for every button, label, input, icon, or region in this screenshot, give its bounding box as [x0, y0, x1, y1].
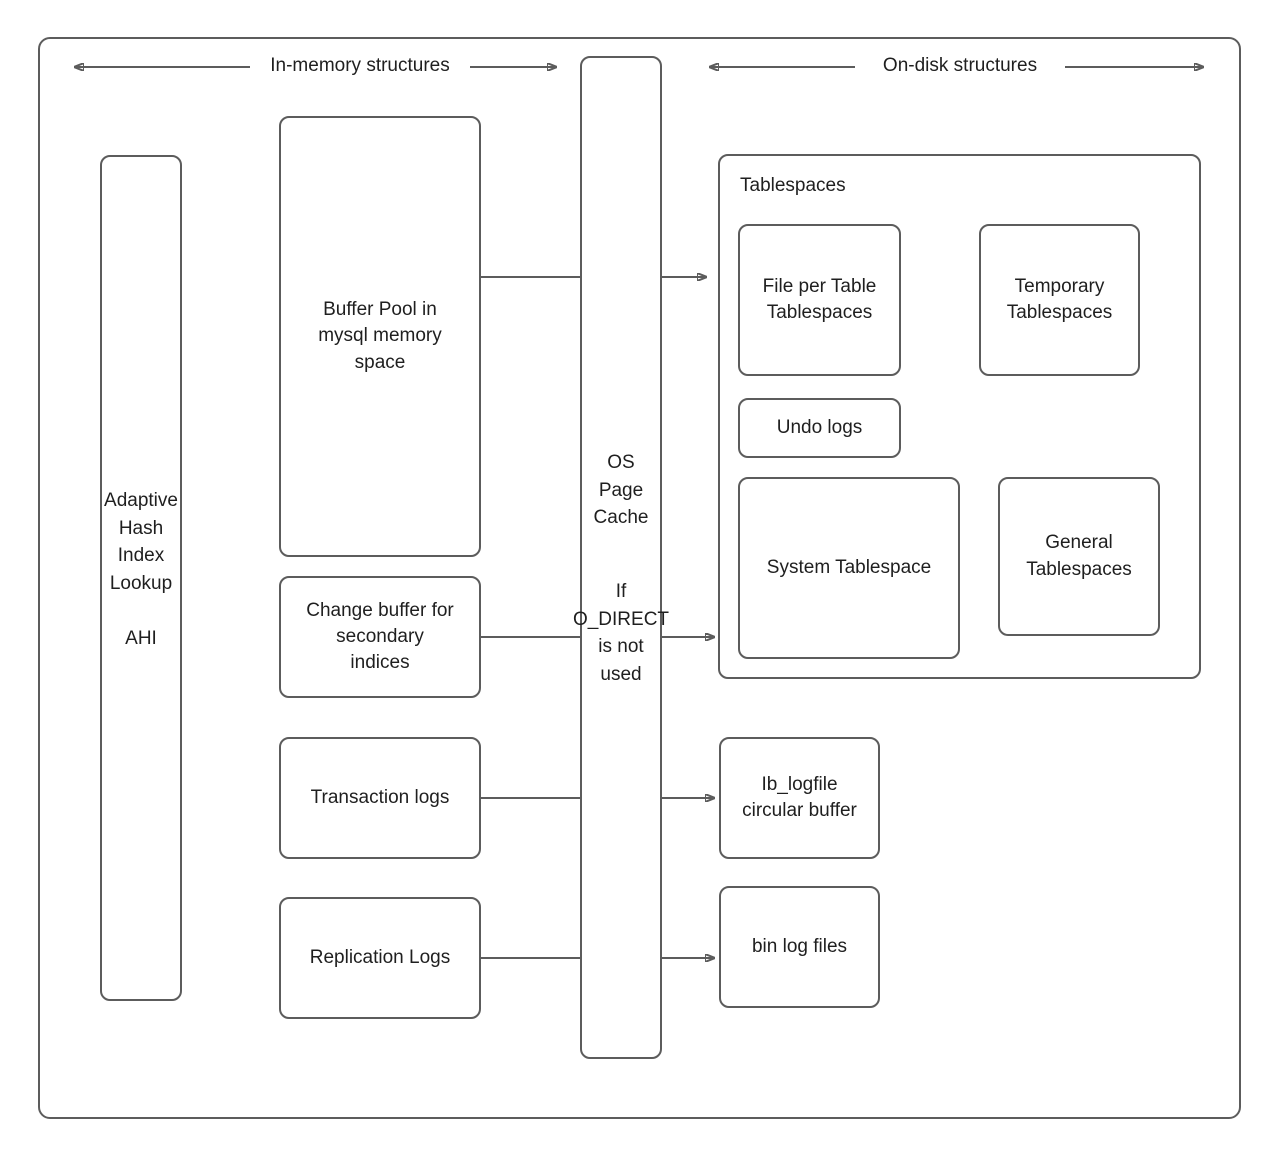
outer-frame [38, 37, 1241, 1119]
tablespaces-container[interactable] [718, 154, 1201, 679]
change-buffer-box[interactable]: Change buffer for secondary indices [279, 576, 481, 698]
replication-logs-box[interactable]: Replication Logs [279, 897, 481, 1019]
bin-log-files-box[interactable]: bin log files [719, 886, 880, 1008]
ib-logfile-box[interactable]: Ib_logfile circular buffer [719, 737, 880, 859]
general-tablespaces-box[interactable]: General Tablespaces [998, 477, 1160, 636]
undo-logs-box[interactable]: Undo logs [738, 398, 901, 458]
buffer-pool-box[interactable]: Buffer Pool in mysql memory space [279, 116, 481, 557]
transaction-logs-box[interactable]: Transaction logs [279, 737, 481, 859]
file-per-table-tablespaces-box[interactable]: File per Table Tablespaces [738, 224, 901, 376]
header-label-in-memory: In-memory structures [270, 55, 450, 76]
adaptive-hash-index-box[interactable] [100, 155, 182, 1001]
header-label-on-disk: On-disk structures [882, 55, 1038, 76]
temporary-tablespaces-box[interactable]: Temporary Tablespaces [979, 224, 1140, 376]
os-page-cache-box[interactable] [580, 56, 662, 1059]
system-tablespace-box[interactable]: System Tablespace [738, 477, 960, 659]
tablespaces-container-label: Tablespaces [740, 175, 846, 196]
